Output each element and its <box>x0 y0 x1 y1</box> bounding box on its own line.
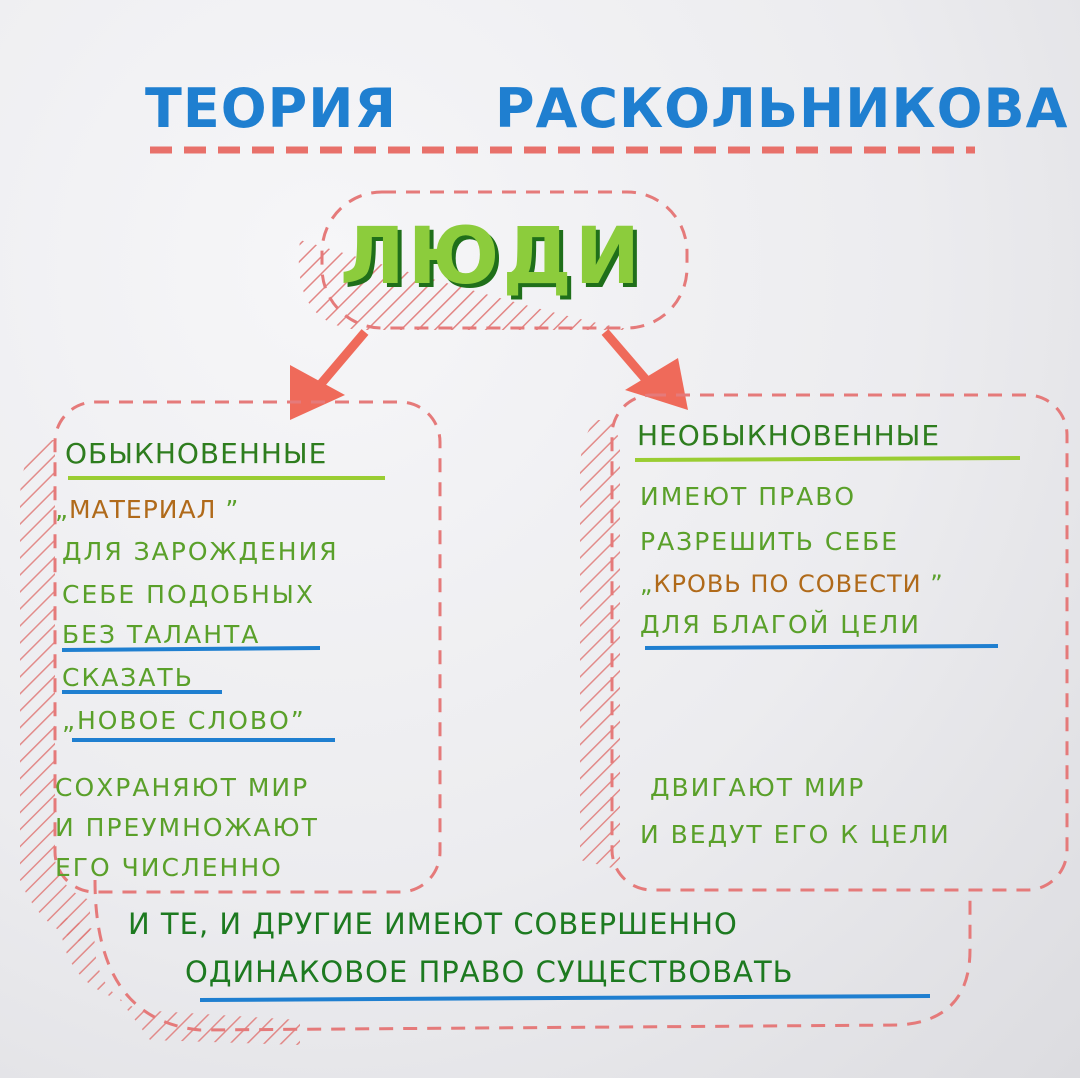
left-heading: ОБЫКНОВЕННЫЕ <box>65 437 328 470</box>
material-word: МАТЕРИАЛ <box>68 495 217 524</box>
left-material-line: „МАТЕРИАЛ ” <box>55 497 239 522</box>
right-heading-underline <box>634 456 1021 462</box>
left-line-3: СЕБЕ ПОДОБНЫХ <box>62 580 315 609</box>
root-hatch <box>298 240 640 330</box>
left-box-outline <box>53 400 442 894</box>
left-bottom-1: СОХРАНЯЮТ МИР <box>55 773 310 802</box>
left-line-6: „НОВОЕ СЛОВО” <box>62 706 306 735</box>
quote-open: „ <box>55 495 69 524</box>
arrow-right-shaft <box>601 329 652 385</box>
conclusion-line-1: И ТЕ, И ДРУГИЕ ИМЕЮТ СОВЕРШЕННО <box>128 907 738 941</box>
quote-open: „ <box>640 570 654 598</box>
quote-close: ” <box>225 495 240 524</box>
left-bottom-3: ЕГО ЧИСЛЕННО <box>55 853 283 882</box>
underline-equal-right <box>199 994 931 1002</box>
underline-talent <box>61 646 321 652</box>
conclusion-outline <box>93 879 972 1032</box>
right-box-outline <box>610 393 1069 892</box>
left-bottom-2: И ПРЕУМНОЖАЮТ <box>55 813 319 842</box>
right-line-1: ИМЕЮТ ПРАВО <box>640 482 857 511</box>
conclusion-line-2: ОДИНАКОВОЕ ПРАВО СУЩЕСТВОВАТЬ <box>185 955 794 989</box>
arrow-right-head <box>625 358 688 410</box>
right-line-4: ДЛЯ БЛАГОЙ ЦЕЛИ <box>640 610 921 639</box>
right-line-2: РАЗРЕШИТЬ СЕБЕ <box>640 527 900 556</box>
title-word-1: ТЕОРИЯ <box>145 77 397 140</box>
left-line-2: ДЛЯ ЗАРОЖДЕНИЯ <box>62 537 339 566</box>
left-line-4: БЕЗ ТАЛАНТА <box>62 620 261 649</box>
quote-close: ” <box>930 570 944 598</box>
right-heading: НЕОБЫКНОВЕННЫЕ <box>637 419 941 452</box>
root-bubble <box>320 190 689 330</box>
title-word-2: РАСКОЛЬНИКОВА <box>495 77 1069 140</box>
arrow-left-shaft <box>316 329 369 388</box>
right-box-hatch <box>580 420 620 870</box>
left-line-5: СКАЗАТЬ <box>62 663 194 692</box>
right-blood-line: „КРОВЬ ПО СОВЕСТИ ” <box>640 572 944 596</box>
root-label: ЛЮДИ <box>340 212 644 302</box>
underline-good-goal <box>644 644 999 650</box>
arrow-left-head <box>290 365 345 420</box>
right-bottom-2: И ВЕДУТ ЕГО К ЦЕЛИ <box>640 820 951 849</box>
blood-words: КРОВЬ ПО СОВЕСТИ <box>653 570 922 598</box>
right-bottom-1: ДВИГАЮТ МИР <box>650 773 866 802</box>
left-box-hatch <box>20 440 90 945</box>
bottom-hatch <box>60 915 300 1045</box>
